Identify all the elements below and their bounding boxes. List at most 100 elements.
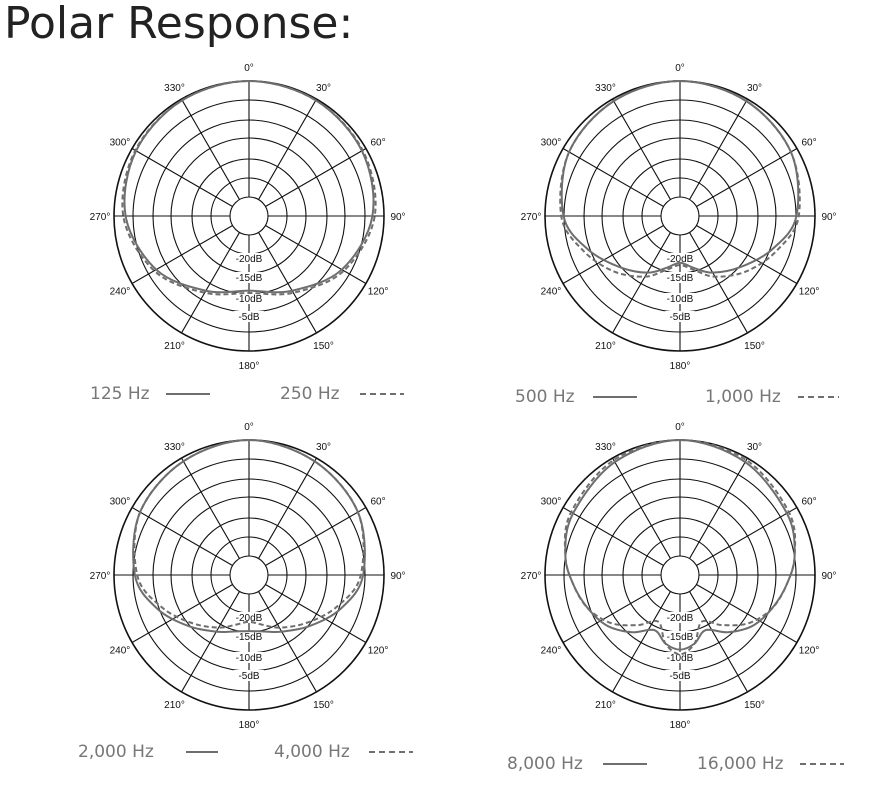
angle-label: 330°	[595, 83, 616, 94]
polar-grid-spokes	[545, 440, 815, 710]
polar-grid-spoke	[612, 98, 671, 200]
angle-label: 90°	[821, 571, 836, 582]
legend-entry-label: 2,000 Hz	[78, 742, 154, 762]
legend-entry-label: 1,000 Hz	[705, 387, 781, 407]
polar-grid-ring	[229, 196, 269, 236]
polar-grid-spoke	[181, 98, 240, 200]
ring-labels: -20dB-15dB-10dB-5dB	[665, 253, 695, 323]
polar-grid-spokes	[114, 81, 384, 351]
polar-grid-spoke	[562, 507, 664, 566]
ring-label: -5dB	[238, 312, 259, 323]
angle-label: 240°	[110, 646, 131, 657]
angle-label: 300°	[110, 497, 131, 508]
polar-grid-spoke	[612, 457, 671, 559]
angle-label: 90°	[821, 212, 836, 223]
angle-label: 60°	[801, 497, 816, 508]
ring-label: -10dB	[236, 294, 263, 305]
angle-label: 270°	[90, 212, 111, 223]
angle-label: 30°	[316, 442, 331, 453]
ring-label-bg	[234, 272, 264, 283]
polar-grid-spokes	[114, 440, 384, 710]
polar-grid-ring	[660, 196, 700, 236]
polar-chart: 0°30°60°90°120°150°180°210°240°270°300°3…	[90, 63, 406, 404]
ring-label-bg	[234, 293, 264, 304]
angle-label: 0°	[244, 63, 254, 74]
polar-chart-panel: 0°30°60°90°120°150°180°210°240°270°300°3…	[493, 415, 883, 780]
polar-grid-spoke	[131, 148, 233, 207]
angle-label: 30°	[747, 83, 762, 94]
angle-label: 240°	[541, 287, 562, 298]
ring-label: -5dB	[669, 671, 690, 682]
polar-grid-spoke	[131, 225, 233, 284]
polar-grid-spoke	[689, 457, 748, 559]
angle-label: 150°	[744, 700, 765, 711]
polar-chart-panel: 0°30°60°90°120°150°180°210°240°270°300°3…	[62, 415, 452, 780]
polar-grid-spoke	[612, 232, 671, 334]
polar-grid-spoke	[696, 225, 798, 284]
angle-label: 330°	[164, 442, 185, 453]
angle-labels: 0°30°60°90°120°150°180°210°240°270°300°3…	[90, 63, 406, 372]
ring-label-bg	[234, 670, 264, 681]
angle-label: 300°	[541, 138, 562, 149]
angle-label: 210°	[164, 700, 185, 711]
polar-grid-spoke	[612, 591, 671, 693]
angle-label: 330°	[164, 83, 185, 94]
angle-label: 120°	[368, 646, 389, 657]
polar-grid-spoke	[696, 584, 798, 643]
legend-entry-label: 500 Hz	[515, 387, 575, 407]
polar-grid-spoke	[131, 507, 233, 566]
ring-label-bg	[665, 652, 695, 663]
polar-grid-spoke	[258, 591, 317, 693]
ring-labels: -20dB-15dB-10dB-5dB	[665, 612, 695, 682]
polar-series-line	[132, 438, 366, 634]
polar-series-line	[559, 79, 801, 278]
angle-label: 60°	[370, 138, 385, 149]
polar-grid-spoke	[181, 457, 240, 559]
angle-label: 180°	[239, 720, 260, 731]
polar-grid-spoke	[689, 98, 748, 200]
polar-grid-spoke	[258, 457, 317, 559]
angle-label: 270°	[521, 212, 542, 223]
ring-label: -10dB	[236, 653, 263, 664]
angle-label: 120°	[368, 287, 389, 298]
polar-grid-spokes	[545, 81, 815, 351]
polar-grid-ring	[229, 555, 269, 595]
ring-label-bg	[234, 631, 264, 642]
polar-grid-spoke	[265, 584, 367, 643]
ring-label-bg	[234, 253, 264, 264]
polar-chart-panel: 0°30°60°90°120°150°180°210°240°270°300°3…	[62, 56, 452, 416]
ring-label-bg	[665, 253, 695, 264]
angle-label: 30°	[747, 442, 762, 453]
polar-grid-spoke	[265, 148, 367, 207]
angle-label: 90°	[390, 212, 405, 223]
angle-label: 210°	[164, 341, 185, 352]
angle-label: 60°	[801, 138, 816, 149]
angle-label: 0°	[675, 422, 685, 433]
polar-grid-spoke	[562, 584, 664, 643]
angle-label: 270°	[90, 571, 111, 582]
ring-label: -20dB	[236, 613, 263, 624]
angle-label: 90°	[390, 571, 405, 582]
legend-entry-label: 8,000 Hz	[507, 754, 583, 774]
angle-label: 270°	[521, 571, 542, 582]
angle-label: 120°	[799, 646, 820, 657]
ring-label: -15dB	[667, 273, 694, 284]
polar-series-line	[560, 79, 800, 274]
polar-grid-spoke	[258, 232, 317, 334]
chart-legend: 500 Hz 1,000 Hz	[515, 387, 839, 407]
polar-chart-panel: 0°30°60°90°120°150°180°210°240°270°300°3…	[493, 56, 883, 416]
polar-grid-spoke	[689, 591, 748, 693]
polar-grid-spoke	[562, 148, 664, 207]
angle-label: 0°	[244, 422, 254, 433]
angle-label: 180°	[670, 361, 691, 372]
ring-label: -20dB	[236, 254, 263, 265]
angle-label: 180°	[239, 361, 260, 372]
polar-series	[121, 79, 377, 296]
polar-grid-spoke	[181, 591, 240, 693]
angle-label: 180°	[670, 720, 691, 731]
angle-label: 210°	[595, 700, 616, 711]
polar-grid-spoke	[131, 584, 233, 643]
ring-label-bg	[234, 612, 264, 623]
angle-label: 210°	[595, 341, 616, 352]
angle-label: 240°	[541, 646, 562, 657]
